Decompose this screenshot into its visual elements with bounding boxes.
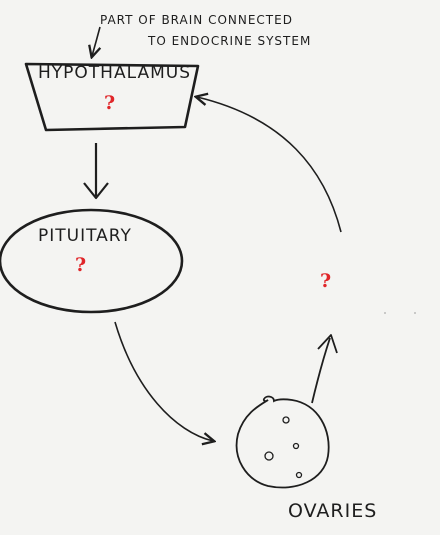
return-path-question-mark: ? bbox=[320, 270, 332, 292]
annotation-line-1: PART OF BRAIN CONNECTED bbox=[100, 13, 293, 27]
pituitary-ellipse bbox=[0, 208, 184, 314]
annotation-arrow bbox=[92, 26, 100, 56]
arrow-ovaries-up bbox=[311, 337, 331, 404]
arrow-return-to-hypothalamus bbox=[197, 97, 342, 233]
ovary-shape bbox=[235, 395, 330, 489]
follicle bbox=[292, 442, 300, 450]
hypothalamus-label: HYPOTHALAMUS bbox=[38, 63, 191, 83]
follicle bbox=[264, 451, 274, 461]
annotation-line-2: TO ENDOCRINE SYSTEM bbox=[148, 34, 312, 48]
ovaries-label: OVARIES bbox=[288, 500, 378, 522]
pituitary-question-mark: ? bbox=[75, 254, 87, 276]
follicle bbox=[282, 416, 290, 424]
hypothalamus-question-mark: ? bbox=[104, 92, 116, 114]
arrow-pituitary-to-ovaries bbox=[114, 321, 213, 441]
hypothalamus-box bbox=[24, 62, 200, 132]
pituitary-label: PITUITARY bbox=[38, 226, 132, 246]
follicle bbox=[295, 471, 303, 479]
